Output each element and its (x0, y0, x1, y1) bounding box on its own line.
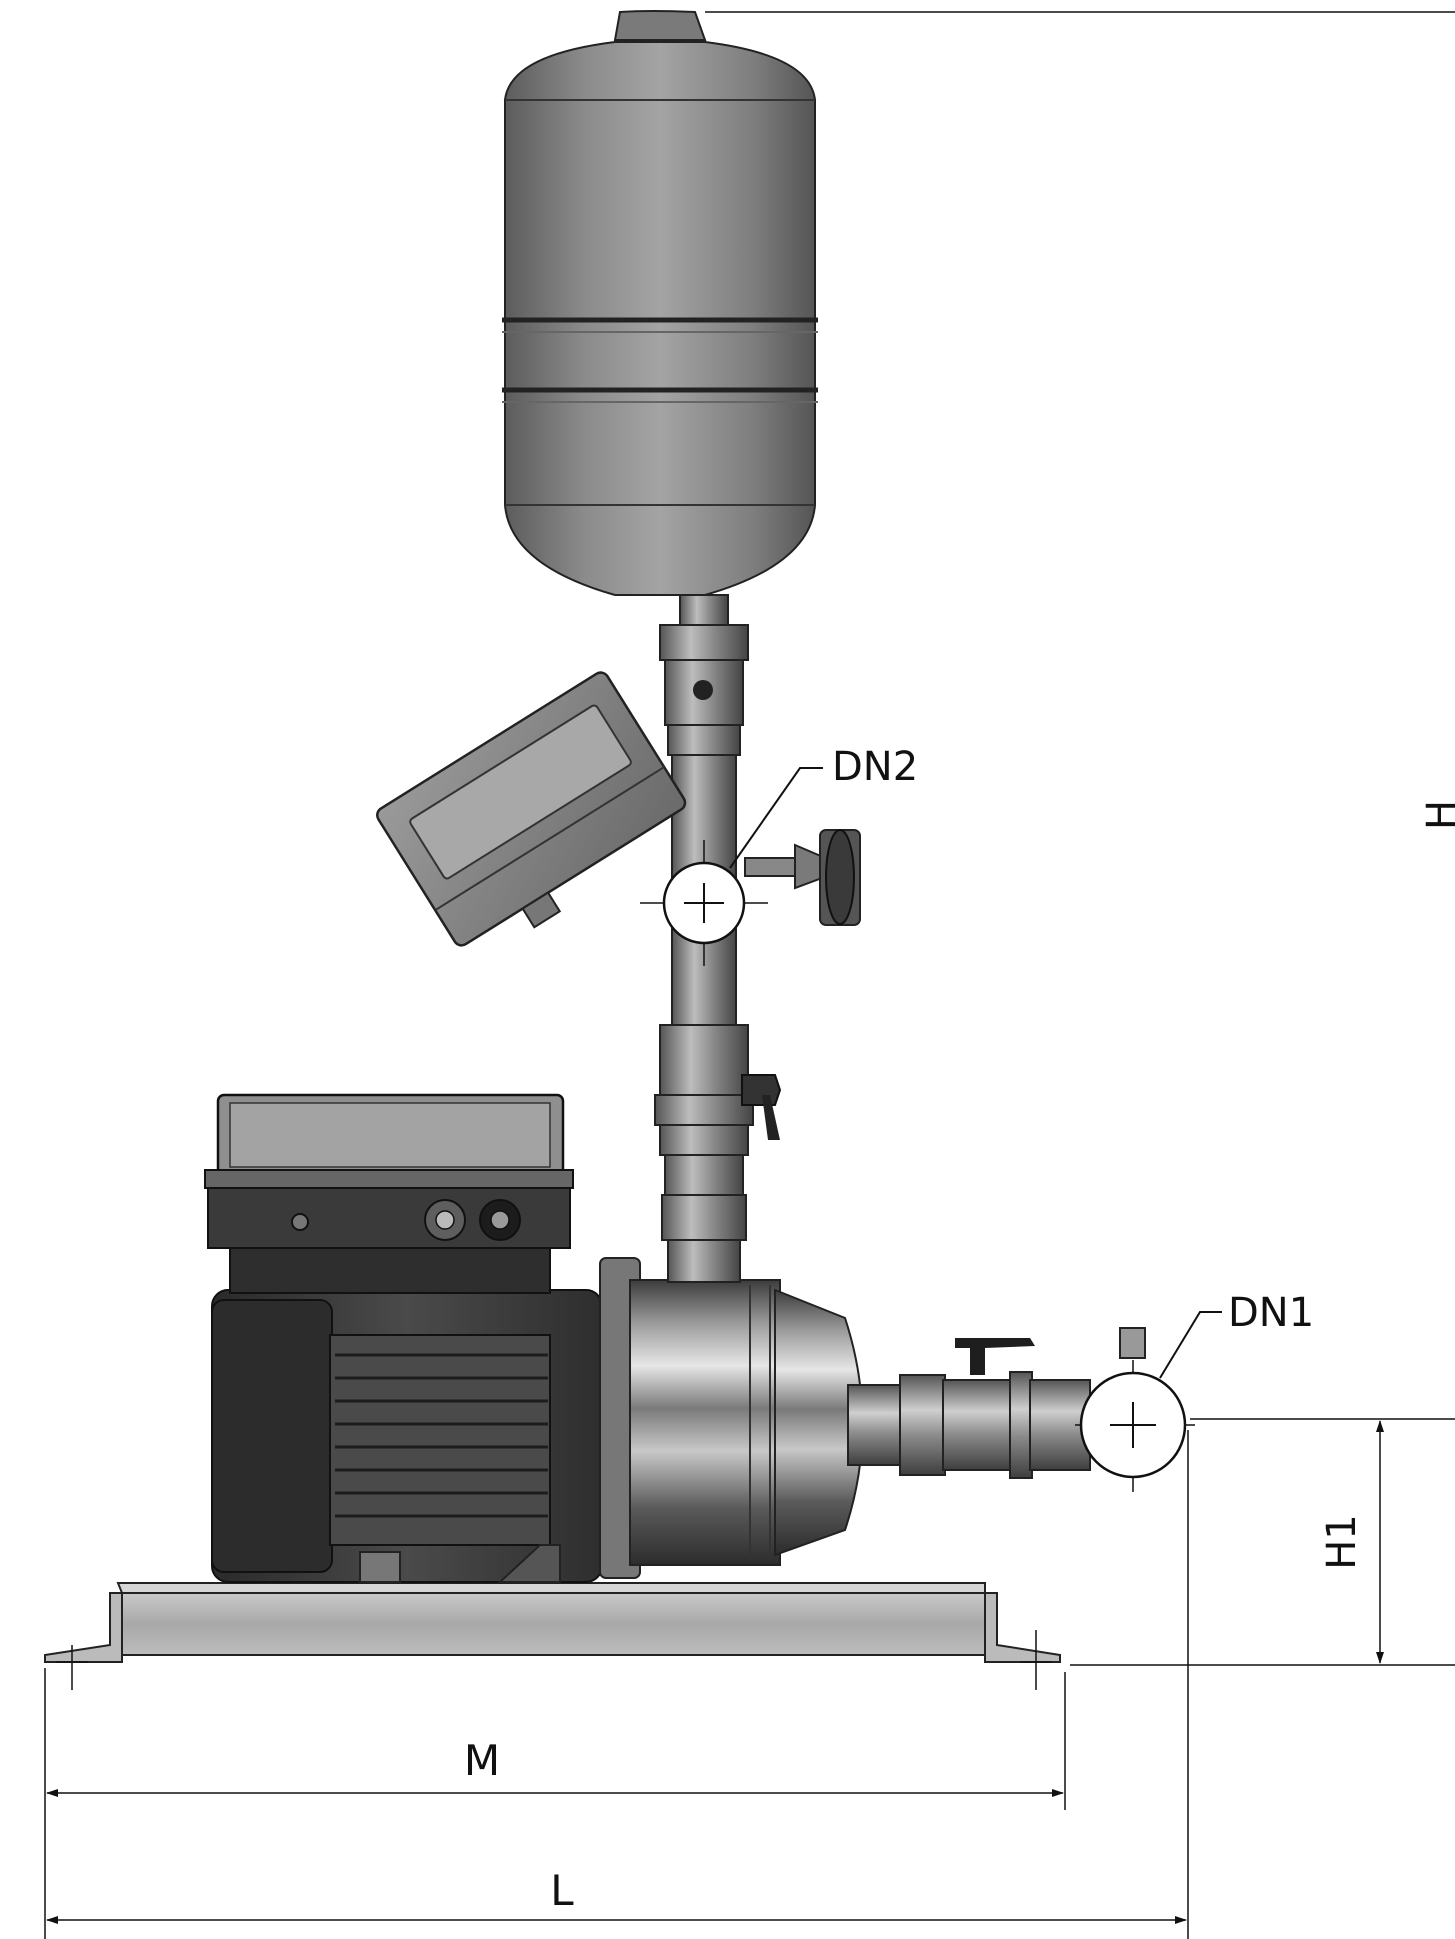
dn1-connection (1075, 1311, 1222, 1492)
dn2-label: DN2 (832, 744, 918, 790)
pump-motor (211, 1289, 603, 1583)
h-label: H (1419, 800, 1455, 830)
dn1-label: DN1 (1228, 1290, 1314, 1336)
dn2-connection (640, 767, 823, 966)
h1-label: H1 (1319, 1514, 1365, 1570)
m-label: M (464, 1736, 500, 1785)
l-label: L (550, 1866, 574, 1915)
base-plate (44, 1582, 1061, 1690)
motor-terminal-box (204, 1093, 574, 1294)
pump-body (599, 1239, 864, 1579)
dimension-lines (44, 1418, 1455, 1939)
suction-pipe-assembly (847, 1327, 1146, 1479)
pressure-controller (376, 671, 687, 947)
expansion-tank (502, 10, 1455, 596)
